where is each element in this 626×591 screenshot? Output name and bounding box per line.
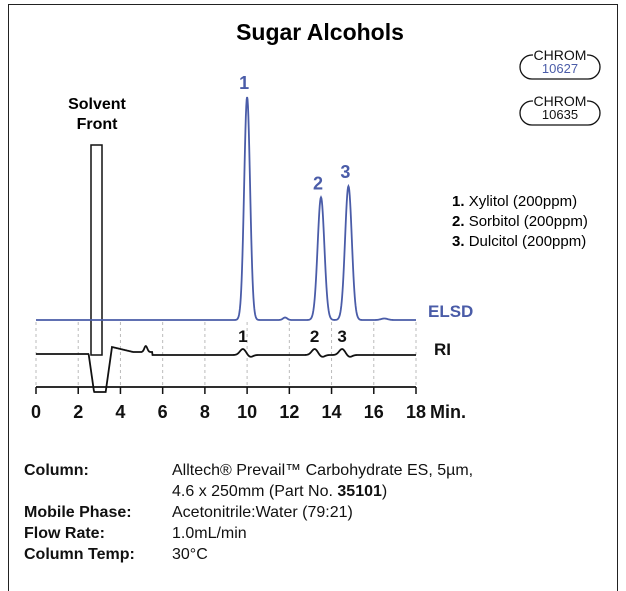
legend-item: 1. Xylitol (200ppm) (452, 193, 577, 210)
x-tick-label: 2 (73, 402, 83, 422)
x-tick-label: 14 (322, 402, 342, 422)
legend-item: 2. Sorbitol (200ppm) (452, 213, 588, 230)
elsd-trace (36, 96, 416, 321)
column-value-1: Alltech® Prevail™ Carbohydrate ES, 5µm, (172, 462, 474, 479)
conditions-panel: Column: Alltech® Prevail™ Carbohydrate E… (24, 460, 473, 565)
mobile-phase-value: Acetonitrile:Water (79:21) (172, 504, 353, 521)
x-tick-label: 10 (237, 402, 257, 422)
figure-frame (8, 4, 618, 591)
legend-text: Dulcitol (200ppm) (469, 233, 587, 250)
column-temp-label: Column Temp: (24, 546, 135, 563)
x-tick-label: 8 (200, 402, 210, 422)
legend-number: 3. (452, 233, 469, 250)
ri-peak-label: 1 (238, 327, 247, 346)
mobile-phase-row: Mobile Phase: Acetonitrile:Water (79:21) (24, 502, 473, 523)
flow-rate-value: 1.0mL/min (172, 525, 247, 542)
ri-peak-label: 3 (337, 327, 346, 346)
x-tick-label: 18 (406, 402, 426, 422)
badge-gap (533, 94, 587, 108)
column-row: Column: Alltech® Prevail™ Carbohydrate E… (24, 460, 473, 481)
ri-trace (36, 344, 416, 393)
solvent-front-label-1: Solvent (68, 96, 126, 113)
elsd-peak-label: 3 (340, 162, 350, 182)
solvent-front-label-2: Front (77, 116, 119, 133)
column-row-2: 4.6 x 250mm (Part No. 35101) (24, 481, 473, 502)
flow-rate-row: Flow Rate: 1.0mL/min (24, 523, 473, 544)
column-temp-value: 30°C (172, 546, 208, 563)
x-tick-label: 0 (31, 402, 41, 422)
flow-rate-label: Flow Rate: (24, 525, 105, 542)
column-temp-row: Column Temp: 30°C (24, 544, 473, 565)
x-tick-label: 16 (364, 402, 384, 422)
elsd-peak-label: 2 (313, 173, 323, 193)
x-tick-label: 6 (158, 402, 168, 422)
x-tick-label: 12 (279, 402, 299, 422)
solvent-front-bar (90, 144, 103, 356)
ri-peak-label: 2 (310, 327, 319, 346)
mobile-phase-label: Mobile Phase: (24, 504, 132, 521)
legend-item: 3. Dulcitol (200ppm) (452, 233, 586, 250)
x-unit-label: Min. (430, 402, 466, 422)
elsd-peak-label: 1 (239, 73, 249, 93)
ri-series-label: RI (434, 340, 451, 359)
part-number: 35101 (337, 483, 382, 500)
x-tick-label: 4 (115, 402, 125, 422)
legend-number: 2. (452, 213, 469, 230)
column-value-2: 4.6 x 250mm (Part No. 35101) (172, 483, 388, 500)
badge-top-text: CHROM (534, 93, 587, 109)
legend-text: Xylitol (200ppm) (469, 193, 577, 210)
badge-gap (533, 48, 587, 62)
legend-number: 1. (452, 193, 469, 210)
peak-legend: 1. Xylitol (200ppm)2. Sorbitol (200ppm)3… (452, 193, 588, 250)
elsd-series-label: ELSD (428, 302, 473, 321)
badge-number: 10627 (542, 61, 578, 76)
badge-top-text: CHROM (534, 47, 587, 63)
legend-text: Sorbitol (200ppm) (469, 213, 588, 230)
column-label: Column: (24, 462, 89, 479)
chart-title: Sugar Alcohols (236, 19, 404, 45)
badge-number: 10635 (542, 107, 578, 122)
